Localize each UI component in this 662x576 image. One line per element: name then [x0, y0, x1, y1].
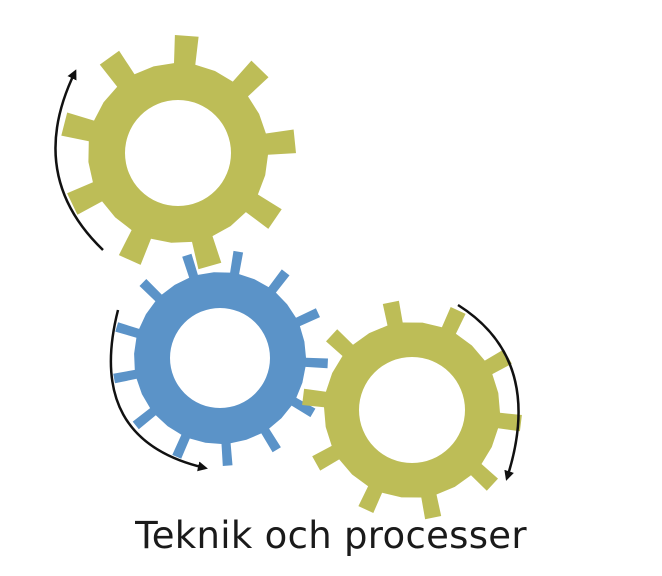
- top-gear: [61, 35, 296, 270]
- top-left-rotation-arrow: [54, 69, 104, 251]
- diagram-caption: Teknik och processer: [135, 514, 527, 557]
- bottom-right-gear: [302, 300, 522, 520]
- middle-gear: [113, 250, 328, 466]
- right-rotation-arrow: [457, 303, 520, 481]
- middle-left-rotation-arrow: [109, 309, 208, 472]
